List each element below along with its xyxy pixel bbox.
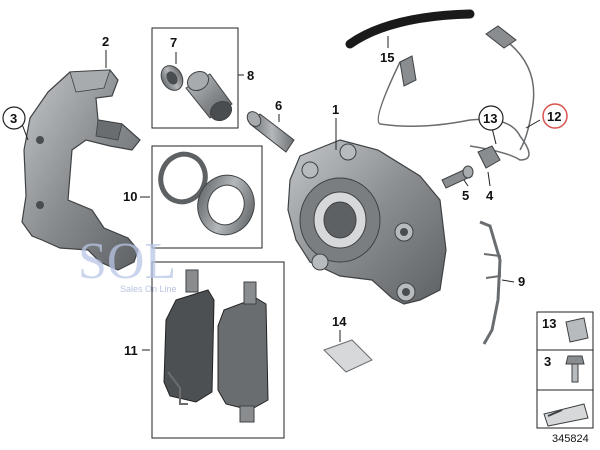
watermark-subtext: Sales On Line — [120, 284, 177, 294]
callout-7: 7 — [170, 35, 177, 50]
brake-caliper-part — [287, 139, 447, 305]
protective-tube-part — [345, 9, 475, 49]
carrier-bracket-part — [21, 69, 141, 271]
legend-label-3: 3 — [544, 354, 551, 369]
callout-11: 11 — [124, 343, 138, 358]
legend-cell-3 — [536, 349, 594, 391]
parts-group-box-11 — [151, 261, 285, 439]
leader-lines — [21, 36, 541, 351]
packet-icon — [543, 403, 589, 427]
parts-group-box-7-8 — [151, 27, 239, 129]
callout-labels: 1 2 3 4 5 6 7 8 9 10 11 12 13 14 15 — [2, 34, 568, 358]
callout-2: 2 — [102, 34, 109, 49]
callout-14: 14 — [332, 314, 347, 329]
parts-group-box-10 — [151, 145, 263, 249]
callout-12-circle — [542, 103, 568, 129]
sensor-screw-part — [441, 165, 474, 189]
guide-sleeve-part — [185, 70, 233, 122]
callout-1: 1 — [332, 102, 339, 117]
legend-label-13: 13 — [542, 316, 556, 331]
piston-seal-part — [158, 151, 208, 205]
callout-13-circle — [478, 105, 504, 131]
sensor-clip-part — [477, 145, 501, 169]
callout-8: 8 — [247, 68, 254, 83]
diagram-number: 345824 — [552, 433, 589, 445]
callout-15: 15 — [380, 50, 394, 65]
callout-6: 6 — [275, 98, 282, 113]
callout-10: 10 — [123, 189, 137, 204]
sensor-clip-icon — [565, 317, 589, 343]
callout-3-circle — [2, 106, 26, 130]
legend-panel: 13 3 345824 — [536, 311, 594, 445]
guide-bolt-part — [246, 111, 295, 153]
callout-9: 9 — [518, 274, 525, 289]
arrow-icon — [547, 409, 563, 417]
wear-sensor-part — [377, 25, 535, 161]
brake-pad-outer-part — [217, 281, 269, 423]
retaining-spring-part — [479, 220, 502, 345]
guide-pin-boot-part — [160, 65, 184, 91]
callout-12: 12 — [547, 109, 561, 124]
brake-pad-inner-part — [163, 269, 215, 405]
callout-4: 4 — [486, 188, 494, 203]
callout-13: 13 — [483, 111, 497, 126]
callout-5: 5 — [462, 188, 469, 203]
dust-boot-part — [197, 174, 255, 236]
watermark: SOL Sales On Line — [78, 233, 177, 294]
callout-3: 3 — [10, 111, 17, 126]
watermark-logo: SOL — [78, 233, 176, 290]
bolt-icon — [565, 355, 585, 383]
grease-packet-part — [323, 339, 373, 373]
